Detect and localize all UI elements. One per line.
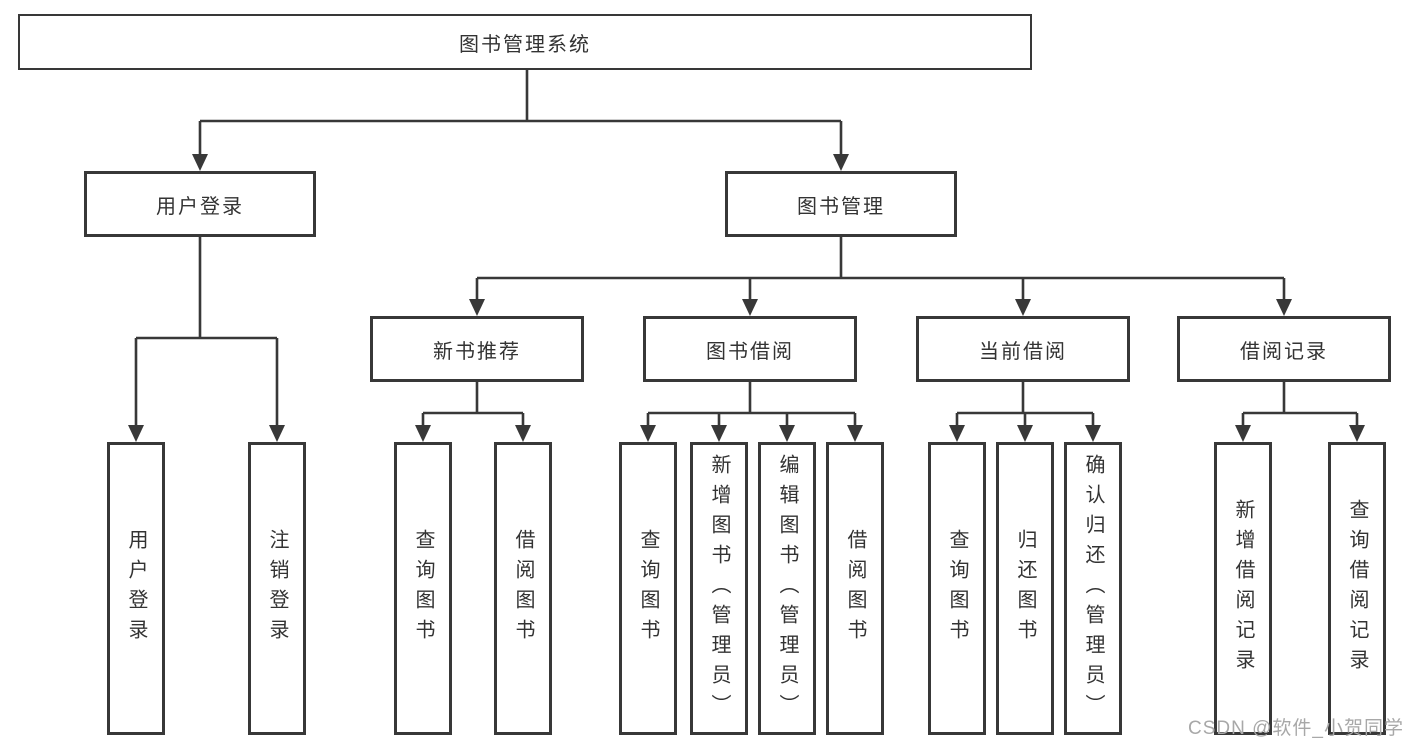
node-label: 编辑图书（管理员） bbox=[776, 453, 798, 724]
leaf-add-borrow-record: 新增借阅记录 bbox=[1214, 442, 1272, 735]
node-label: 查询借阅记录 bbox=[1346, 498, 1368, 679]
node-label: 图书管理系统 bbox=[459, 33, 591, 56]
node-label: 新书推荐 bbox=[433, 340, 521, 363]
node-label: 借阅图书 bbox=[512, 528, 534, 649]
leaf-borrow-books-2: 借阅图书 bbox=[826, 442, 884, 735]
node-label: 用户登录 bbox=[125, 528, 147, 649]
node-label: 用户登录 bbox=[156, 195, 244, 218]
node-label: 图书借阅 bbox=[706, 340, 794, 363]
csdn-watermark: CSDN @软件_小贺同学 bbox=[1188, 718, 1404, 739]
node-user-login: 用户登录 bbox=[84, 171, 316, 237]
node-book-management: 图书管理 bbox=[725, 171, 957, 237]
node-label: 查询图书 bbox=[637, 528, 659, 649]
leaf-logout: 注销登录 bbox=[248, 442, 306, 735]
node-label: 归还图书 bbox=[1014, 528, 1036, 649]
leaf-user-login: 用户登录 bbox=[107, 442, 165, 735]
leaf-add-book-admin: 新增图书（管理员） bbox=[690, 442, 748, 735]
node-label: 查询图书 bbox=[946, 528, 968, 649]
node-new-book-recommend: 新书推荐 bbox=[370, 316, 584, 382]
leaf-confirm-return-admin: 确认归还（管理员） bbox=[1064, 442, 1122, 735]
node-label: 新增图书（管理员） bbox=[708, 453, 730, 724]
node-label: 当前借阅 bbox=[979, 340, 1067, 363]
leaf-query-books-2: 查询图书 bbox=[619, 442, 677, 735]
arrowhead-icons bbox=[128, 154, 1365, 442]
node-label: 借阅记录 bbox=[1240, 340, 1328, 363]
leaf-return-books: 归还图书 bbox=[996, 442, 1054, 735]
leaf-borrow-books-1: 借阅图书 bbox=[494, 442, 552, 735]
node-current-borrow: 当前借阅 bbox=[916, 316, 1130, 382]
leaf-query-borrow-record: 查询借阅记录 bbox=[1328, 442, 1386, 735]
node-book-borrow: 图书借阅 bbox=[643, 316, 857, 382]
leaf-query-books-3: 查询图书 bbox=[928, 442, 986, 735]
node-library-management-system: 图书管理系统 bbox=[18, 14, 1032, 70]
node-label: 借阅图书 bbox=[844, 528, 866, 649]
node-label: 确认归还（管理员） bbox=[1082, 453, 1104, 724]
node-label: 查询图书 bbox=[412, 528, 434, 649]
node-borrow-records: 借阅记录 bbox=[1177, 316, 1391, 382]
leaf-query-books-1: 查询图书 bbox=[394, 442, 452, 735]
node-label: 图书管理 bbox=[797, 195, 885, 218]
node-label: 注销登录 bbox=[266, 528, 288, 649]
leaf-edit-book-admin: 编辑图书（管理员） bbox=[758, 442, 816, 735]
node-label: 新增借阅记录 bbox=[1232, 498, 1254, 679]
